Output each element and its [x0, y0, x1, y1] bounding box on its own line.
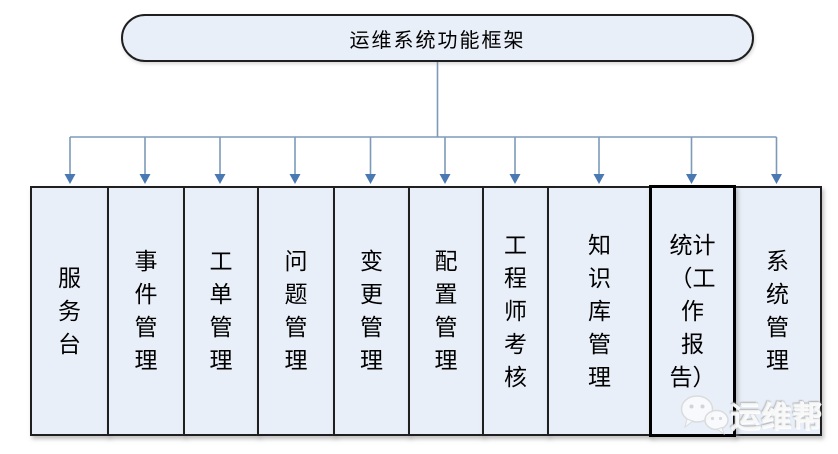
box-label: 理	[134, 348, 158, 373]
box-label: 师	[504, 298, 527, 324]
box-label: 管	[360, 315, 383, 340]
root-node: 运维系统功能框架	[121, 14, 754, 62]
box-label: 统计	[669, 232, 716, 258]
box-label: 理	[284, 348, 308, 373]
box-config-mgmt: 配 置 管 理	[408, 186, 484, 436]
box-label: 管	[588, 331, 611, 357]
box-label: 工	[504, 232, 527, 258]
box-label: 识	[588, 265, 611, 291]
box-label: 务	[58, 298, 81, 324]
box-label: 问	[284, 249, 308, 274]
box-label: 理	[360, 348, 383, 373]
box-label: 报	[681, 331, 704, 357]
box-label: 管	[284, 315, 308, 340]
box-label: 变	[360, 249, 383, 274]
box-label: 作	[681, 298, 704, 324]
box-label: 置	[434, 282, 458, 307]
box-label: 告）	[669, 364, 716, 390]
box-ticket-mgmt: 工 单 管 理	[183, 186, 259, 436]
box-label: 统	[766, 282, 789, 307]
box-incident-mgmt: 事 件 管 理	[107, 186, 185, 436]
box-problem-mgmt: 问 题 管 理	[257, 186, 335, 436]
box-label: 理	[209, 348, 233, 373]
box-label: 程	[504, 265, 527, 291]
box-label: 管	[209, 315, 233, 340]
box-label: （工	[669, 265, 716, 291]
box-label: 单	[209, 282, 233, 307]
box-label: 台	[58, 331, 81, 357]
watermark: 运维帮	[678, 392, 823, 436]
box-label: 题	[284, 282, 308, 307]
watermark-text: 运维帮	[730, 401, 823, 434]
box-knowledge-base-mgmt: 知 识 库 管 理	[547, 186, 652, 436]
box-label: 管	[434, 315, 458, 340]
box-label: 更	[360, 282, 383, 307]
box-label: 考	[504, 331, 527, 357]
box-change-mgmt: 变 更 管 理	[333, 186, 410, 436]
box-label: 理	[588, 364, 611, 390]
arrowhead-icon	[64, 174, 782, 184]
box-service-desk: 服 务 台	[30, 186, 109, 436]
box-system-mgmt: 系 统 管 理	[733, 186, 822, 436]
box-label: 核	[504, 364, 527, 390]
box-statistics-report: 统计 （工 作 报 告）	[649, 185, 736, 437]
box-label: 件	[134, 282, 158, 307]
box-engineer-assessment: 工 程 师 考 核	[482, 186, 549, 436]
wechat-icon	[680, 395, 729, 435]
box-label: 配	[434, 249, 458, 274]
box-label: 管	[766, 315, 789, 340]
box-label: 系	[766, 249, 789, 274]
box-label: 事	[134, 249, 158, 274]
box-label: 库	[588, 298, 611, 324]
box-label: 知	[588, 232, 611, 258]
box-label: 理	[434, 348, 458, 373]
box-label: 管	[134, 315, 158, 340]
diagram-title: 运维系统功能框架	[349, 29, 526, 52]
box-label: 工	[209, 249, 233, 274]
box-label: 理	[766, 348, 789, 373]
box-label: 服	[58, 265, 81, 291]
